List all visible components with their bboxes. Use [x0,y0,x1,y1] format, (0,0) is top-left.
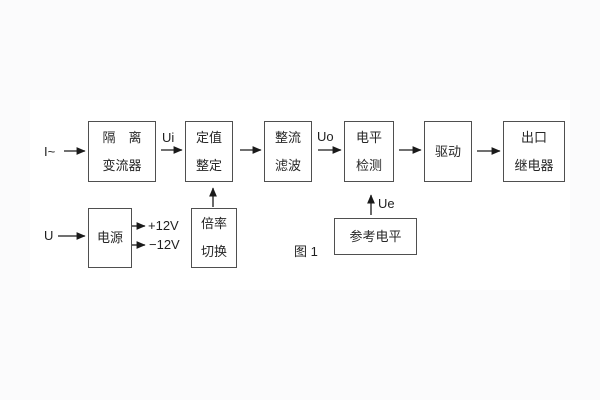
block-level-detect: 电平 检测 [344,121,394,182]
block-rectifier-line1: 整流 [274,129,301,145]
block-relay-line1: 出口 [520,129,547,145]
block-rectifier-line2: 滤波 [274,157,301,173]
block-isolation-transformer: 隔 离 变流器 [88,121,156,182]
block-relay-line2: 继电器 [514,157,554,173]
label-ue: Ue [378,196,395,211]
label-uo: Uo [317,129,334,144]
label-plus-12v: +12V [148,218,179,233]
block-reference-level: 参考电平 [334,218,417,255]
block-setting-line1: 定值 [195,129,222,145]
label-ui: Ui [162,130,175,145]
label-input-current: I~ [44,144,56,159]
block-isolation-line1: 隔 离 [102,129,142,145]
block-ratio-line1: 倍率 [200,216,227,231]
block-level-line2: 检测 [355,157,382,173]
block-ratio-switch: 倍率 切换 [191,208,237,268]
block-isolation-line2: 变流器 [102,157,142,173]
block-rectifier-filter: 整流 滤波 [264,121,312,182]
block-setting: 定值 整定 [185,121,233,182]
block-setting-line2: 整定 [195,157,222,173]
label-minus-12v: −12V [149,237,180,252]
label-input-voltage: U [44,228,54,243]
block-power-line1: 电源 [96,230,123,245]
block-power: 电源 [88,208,132,268]
block-drive-line1: 驱动 [434,143,461,159]
block-drive: 驱动 [424,121,472,182]
block-output-relay: 出口 继电器 [503,121,565,182]
block-reference-line1: 参考电平 [349,228,402,244]
block-ratio-line2: 切换 [200,244,227,259]
block-level-line1: 电平 [355,129,382,145]
figure-caption: 图 1 [294,244,318,259]
